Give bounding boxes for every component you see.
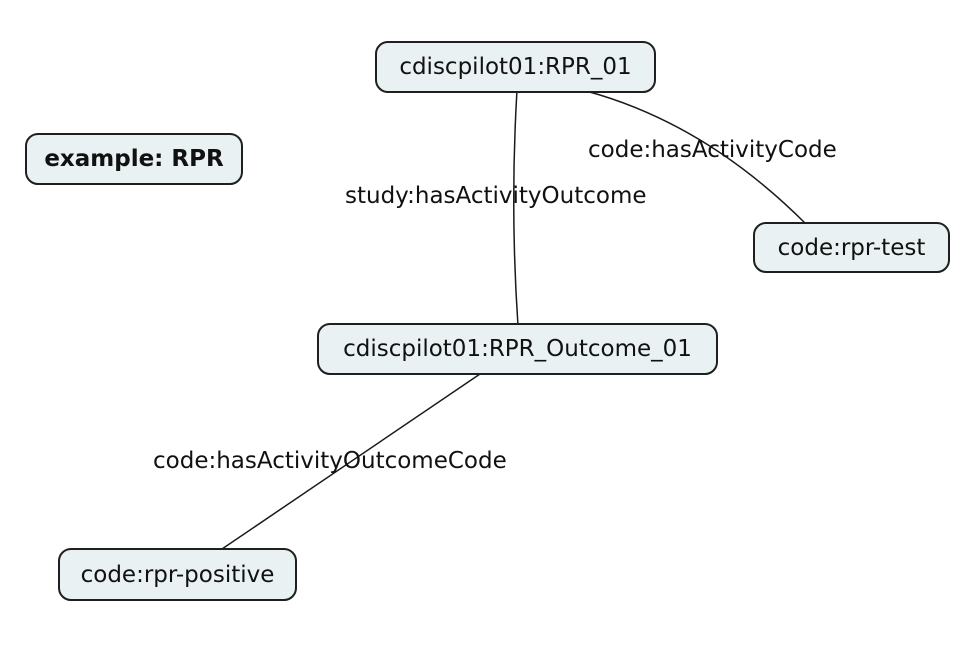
node-code-rpr-positive: code:rpr-positive bbox=[58, 548, 297, 601]
edge-has-activity-code-line bbox=[585, 90, 807, 225]
edge-label-code-has-activity-code: code:hasActivityCode bbox=[588, 137, 837, 163]
node-cdiscpilot01-rpr-outcome-01: cdiscpilot01:RPR_Outcome_01 bbox=[317, 323, 718, 375]
edge-has-activity-outcome-line bbox=[512, 89, 519, 327]
edge-label-study-has-activity-outcome: study:hasActivityOutcome bbox=[345, 183, 647, 209]
edge-has-activity-outcome-code-line bbox=[221, 373, 481, 550]
node-cdiscpilot01-rpr-01: cdiscpilot01:RPR_01 bbox=[375, 41, 656, 93]
node-code-rpr-test: code:rpr-test bbox=[753, 222, 950, 273]
edge-label-code-has-activity-outcome-code: code:hasActivityOutcomeCode bbox=[153, 448, 507, 474]
legend-node-example-rpr: example: RPR bbox=[25, 133, 243, 185]
